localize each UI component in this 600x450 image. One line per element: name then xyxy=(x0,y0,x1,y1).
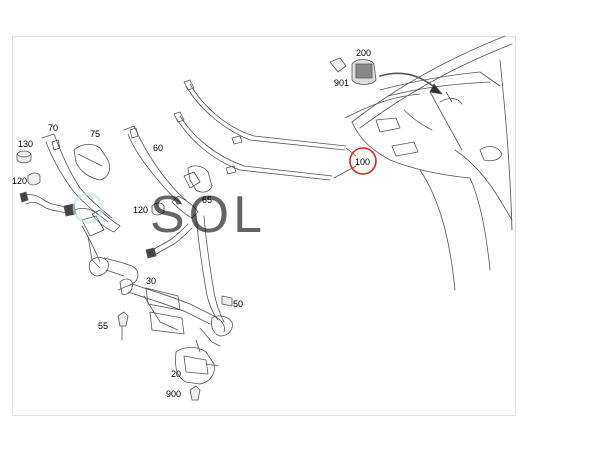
harness-center xyxy=(145,223,193,259)
part-label-75: 75 xyxy=(90,129,100,139)
part-label-901: 901 xyxy=(334,78,349,88)
module-200 xyxy=(329,57,377,85)
leader-100b xyxy=(345,147,357,157)
arm-cover-center xyxy=(187,165,213,193)
part-label-30: 30 xyxy=(146,276,156,286)
bolt-55 xyxy=(117,311,129,341)
watermark-text: SOL xyxy=(150,186,266,244)
watermark: SOL xyxy=(72,186,266,244)
wiper-motor xyxy=(175,339,219,385)
car-outline xyxy=(344,35,513,291)
linkage-left xyxy=(81,215,139,295)
part-label-55: 55 xyxy=(98,321,108,331)
part-label-120-left: 120 xyxy=(12,176,27,186)
part-label-100: 100 xyxy=(355,157,370,167)
arm-cover-left xyxy=(73,144,110,181)
wiper-blade-lower xyxy=(173,111,333,181)
part-label-50: 50 xyxy=(233,299,243,309)
wiper-arm-center xyxy=(123,125,201,219)
part-label-130: 130 xyxy=(18,139,33,149)
wiper-arm-left xyxy=(41,133,121,233)
watermark-icon xyxy=(72,192,104,224)
part-label-120-center: 120 xyxy=(133,205,148,215)
diagram-frame xyxy=(12,36,516,416)
cap-120-left xyxy=(27,172,41,186)
part-label-900: 900 xyxy=(166,389,181,399)
highlight-circle xyxy=(349,147,377,175)
part-label-60: 60 xyxy=(153,143,163,153)
part-label-200: 200 xyxy=(356,48,371,58)
harness-left xyxy=(19,191,101,217)
pointer-arrow-head xyxy=(429,83,443,95)
wiper-blade-upper xyxy=(183,79,347,151)
part-label-70: 70 xyxy=(48,123,58,133)
cap-120-center xyxy=(151,202,165,216)
part-label-65: 65 xyxy=(202,195,212,205)
part-label-20: 20 xyxy=(171,369,181,379)
bolt-900 xyxy=(189,385,201,401)
wiper-linkage xyxy=(127,213,233,347)
nut-130 xyxy=(16,150,32,164)
